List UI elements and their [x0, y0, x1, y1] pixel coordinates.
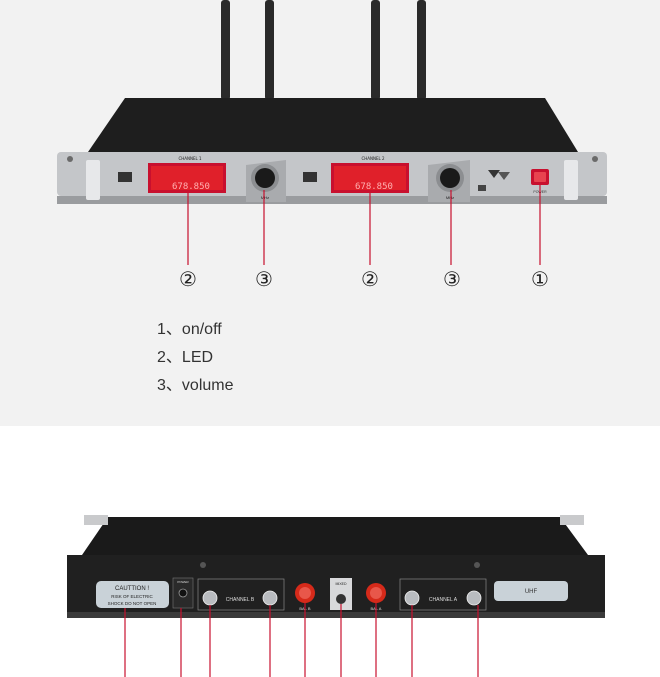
legend-item: 2、LED — [157, 349, 214, 366]
channel-b-label: CHANNEL B — [226, 597, 255, 603]
brand-logo — [478, 170, 510, 191]
mixed-jack: MIXED — [330, 578, 352, 610]
legend-item: 1、on/off — [157, 321, 222, 338]
volume-1-label: MHz — [261, 195, 269, 200]
ir-sensor — [303, 172, 317, 182]
antennas — [221, 0, 426, 100]
caution-label: CAUTTION ! RISK OF ELECTRIC SHOCK DO NOT… — [96, 581, 169, 608]
display-1-value: 678.850 — [172, 182, 210, 192]
antenna-connector-icon — [202, 590, 218, 606]
volume-2-label: MHz — [446, 195, 454, 200]
uhf-plate: UHF — [494, 581, 568, 601]
rack-ear-left — [84, 515, 108, 525]
volume-knob-2[interactable]: MHz — [428, 160, 470, 202]
caution-title: CAUTTION ! — [115, 586, 149, 592]
callout-marker: ① — [531, 267, 549, 291]
caution-line-2: SHOCK DO NOT OPEN — [108, 601, 157, 606]
callout-marker: ③ — [443, 267, 461, 291]
power-button[interactable]: POWER — [531, 169, 549, 194]
display-2-value: 678.850 — [355, 182, 393, 192]
antenna-connector-icon — [466, 590, 482, 606]
channel-1-label: CHANNEL 1 — [178, 156, 202, 161]
rear-power-label: POWER — [177, 580, 189, 584]
antenna-connector-icon — [404, 590, 420, 606]
callout-markers: ② ③ ② ③ ① — [179, 267, 549, 291]
feature-legend: 1、on/off 2、LED 3、volume — [157, 316, 234, 400]
channel-b-group — [197, 578, 285, 611]
callout-marker: ② — [179, 267, 197, 291]
rear-chassis-top — [82, 517, 588, 555]
front-panel-section — [0, 0, 660, 426]
uhf-label: UHF — [525, 589, 538, 595]
mixed-label: MIXED — [335, 582, 347, 586]
rack-ear-right — [560, 515, 584, 525]
callout-lines — [187, 185, 541, 265]
channel-a-label: CHANNEL A — [429, 597, 458, 603]
channel-a-group — [399, 578, 487, 611]
channel-2-label: CHANNEL 2 — [361, 156, 385, 161]
power-jack: POWER — [172, 577, 194, 609]
callout-marker: ③ — [255, 267, 273, 291]
chassis-top — [88, 98, 578, 152]
legend-item: 3、volume — [157, 377, 234, 394]
led-display-2: CHANNEL 2 678.850 — [331, 156, 409, 193]
caution-line-1: RISK OF ELECTRIC — [111, 594, 153, 599]
ir-sensor — [118, 172, 132, 182]
callout-marker: ② — [361, 267, 379, 291]
led-display-1: CHANNEL 1 678.850 — [148, 156, 226, 193]
rear-callout-lines — [124, 603, 479, 677]
volume-knob-1[interactable]: MHz — [246, 160, 286, 202]
antenna-connector-icon — [262, 590, 278, 606]
